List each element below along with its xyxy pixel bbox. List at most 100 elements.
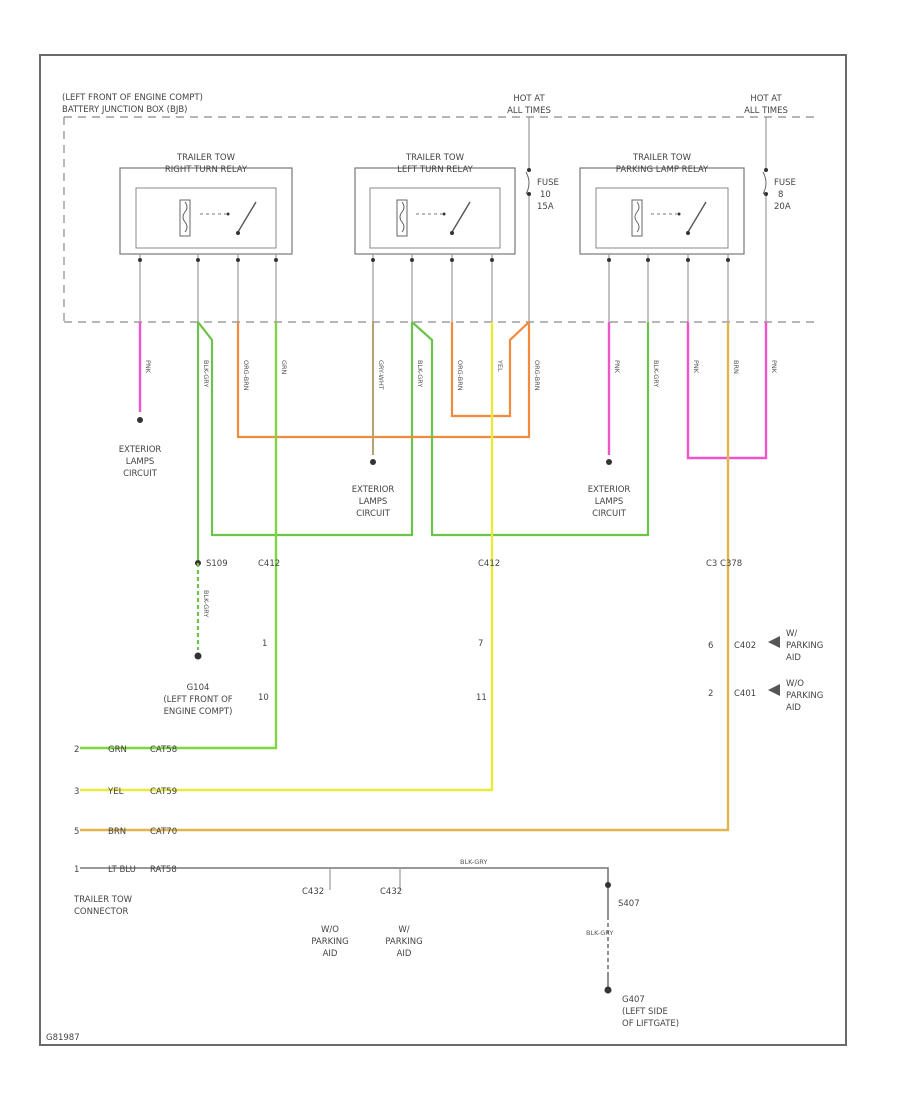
- trailer-pin-circuit: CAT58: [150, 745, 177, 755]
- relay-coil-icon: [179, 199, 191, 237]
- left-turn-relay: TRAILER TOW LEFT TURN RELAY: [354, 153, 516, 255]
- diagram-frame: [39, 54, 847, 1046]
- exterior-lamps-label-1: EXTERIOR: [119, 445, 162, 455]
- wire-tan-trailer: [80, 322, 730, 832]
- trailer-connector-label-1: TRAILER TOW: [73, 895, 133, 905]
- exterior-lamps-label-1c: CIRCUIT: [123, 469, 158, 479]
- blk-gry-wire-label: BLK-GRY: [202, 590, 210, 617]
- pin-10-label: 10: [258, 693, 269, 703]
- relay-pins: [138, 258, 730, 262]
- trailer-pin-number: 2: [74, 745, 79, 755]
- svg-text:ORG-BRN: ORG-BRN: [242, 360, 250, 391]
- relay-subtitle: RIGHT TURN RELAY: [165, 165, 248, 175]
- pin-1-label: 1: [262, 639, 267, 649]
- hot-at-all-times-sub-b: ALL TIMES: [744, 106, 788, 116]
- arrow-left-icon: [768, 636, 780, 648]
- hot-at-all-times-label-a: HOT AT: [513, 94, 545, 104]
- connector-c412-a: C412: [258, 559, 280, 569]
- fuse-name: FUSE: [537, 178, 559, 188]
- svg-text:BLK-GRY: BLK-GRY: [202, 360, 210, 387]
- exterior-lamps-label-2b: LAMPS: [359, 497, 388, 507]
- svg-text:PNK: PNK: [144, 360, 152, 374]
- c432a-label: C432: [302, 887, 324, 897]
- wire-ground-trailer: [80, 867, 609, 990]
- c432b-opt-3: AID: [397, 949, 412, 959]
- svg-text:BRN: BRN: [732, 360, 740, 374]
- trailer-pin-color: LT BLU: [108, 865, 136, 875]
- c432a-opt-2: PARKING: [311, 937, 348, 947]
- exterior-lamps-label-3c: CIRCUIT: [592, 509, 627, 519]
- wire-orange-2: [450, 321, 530, 418]
- trailer-pin-number: 1: [74, 865, 79, 875]
- relay-subtitle: LEFT TURN RELAY: [397, 165, 473, 175]
- relay-coil-icon: [396, 199, 408, 237]
- c432a-opt-1: W/O: [321, 925, 339, 935]
- bjb-boundary: [63, 116, 820, 323]
- relay-switch-icon: [687, 201, 707, 233]
- trailer-pin-circuit: CAT70: [150, 827, 177, 837]
- hot-at-all-times-label-b: HOT AT: [750, 94, 782, 104]
- relay-switch-icon: [451, 201, 471, 233]
- s407-label: S407: [618, 899, 640, 909]
- pin-6-label: 6: [708, 641, 713, 651]
- right-turn-relay: TRAILER TOW RIGHT TURN RELAY: [119, 153, 293, 255]
- trailer-pin-color: YEL: [107, 787, 124, 797]
- w-parking-aid-1: W/: [786, 629, 797, 639]
- c432a-opt-3: AID: [323, 949, 338, 959]
- exterior-lamps-label-2: EXTERIOR: [352, 485, 395, 495]
- pin-7-label: 7: [478, 639, 483, 649]
- g104-label: G104: [187, 683, 210, 693]
- pin-2-label: 2: [708, 689, 713, 699]
- svg-text:YEL: YEL: [496, 359, 504, 372]
- svg-text:PNK: PNK: [613, 360, 621, 374]
- fuse-number: 8: [778, 190, 783, 200]
- ground-g104-icon: [194, 652, 202, 660]
- wire-green-loop-1: [197, 321, 414, 537]
- fuse-icon: [525, 171, 530, 195]
- trailer-connector-pins: 2 GRN CAT58 3 YEL CAT59 5 BRN CAT70 1 LT…: [74, 745, 177, 875]
- fuse-name: FUSE: [774, 178, 796, 188]
- relay-coil-icon: [631, 199, 643, 237]
- trailer-pin-circuit: RAT58: [150, 865, 177, 875]
- relay-title: TRAILER TOW: [632, 153, 692, 163]
- svg-text:ORG-BRN: ORG-BRN: [533, 360, 541, 391]
- c401-label: C401: [734, 689, 756, 699]
- wire-orange-1: [236, 322, 531, 439]
- svg-text:PNK: PNK: [692, 360, 700, 374]
- g407-loc-2: OF LIFTGATE): [622, 1019, 679, 1029]
- arrow-left-icon: [768, 684, 780, 696]
- c432b-label: C432: [380, 887, 402, 897]
- w-parking-aid-3: AID: [786, 653, 801, 663]
- g104-loc-2: ENGINE COMPT): [164, 707, 233, 717]
- relay-title: TRAILER TOW: [405, 153, 465, 163]
- parking-lamp-relay: TRAILER TOW PARKING LAMP RELAY: [579, 153, 745, 255]
- splice-s109-label: S109: [206, 559, 228, 569]
- hot-at-all-times-sub-a: ALL TIMES: [507, 106, 551, 116]
- connector-c412-b: C412: [478, 559, 500, 569]
- fuse-rating: 15A: [537, 202, 554, 212]
- wo-parking-aid-1: W/O: [786, 679, 804, 689]
- relay-pin-leads: [139, 254, 729, 322]
- relay-title: TRAILER TOW: [176, 153, 236, 163]
- bjb-name-label: BATTERY JUNCTION BOX (BJB): [62, 105, 187, 115]
- trailer-pin-number: 5: [74, 827, 79, 837]
- g104-loc-1: (LEFT FRONT OF: [163, 695, 232, 705]
- splice-s407-dot: [605, 882, 611, 888]
- fuse-rating: 20A: [774, 202, 791, 212]
- exterior-lamps-label-2c: CIRCUIT: [356, 509, 391, 519]
- relay-subtitle: PARKING LAMP RELAY: [616, 165, 709, 175]
- wire-green-trailer: [80, 322, 278, 750]
- fuse-10: FUSE 10 15A: [525, 117, 559, 322]
- wo-parking-aid-2: PARKING: [786, 691, 823, 701]
- svg-text:BLK-GRY: BLK-GRY: [652, 360, 660, 387]
- svg-text:GRY-WHT: GRY-WHT: [377, 360, 385, 390]
- c432b-opt-1: W/: [398, 925, 409, 935]
- svg-text:ORG-BRN: ORG-BRN: [456, 360, 464, 391]
- wire-yellow-trailer: [80, 322, 494, 792]
- bjb-location-label: (LEFT FRONT OF ENGINE COMPT): [62, 93, 203, 103]
- ground-g407-icon: [604, 986, 612, 994]
- trailer-pin-circuit: CAT59: [150, 787, 177, 797]
- g407-label: G407: [622, 995, 645, 1005]
- diagram-ref-number: G81987: [46, 1033, 80, 1043]
